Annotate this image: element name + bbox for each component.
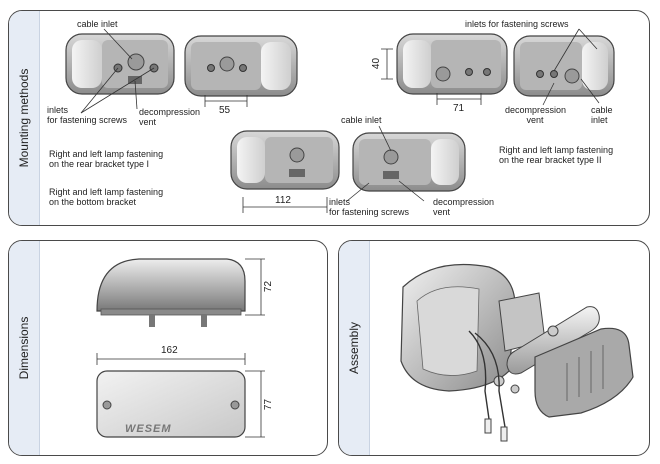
lamp-rear-type2-left — [396, 33, 508, 95]
lamp-bottom-left — [230, 130, 340, 190]
decompression-label-1a: decompression — [139, 107, 201, 117]
decompression-label-3b: vent — [526, 115, 544, 125]
inlets-fastening-label-1a: inlets — [47, 105, 69, 115]
mounting-pipe — [506, 306, 600, 375]
rear-type1-caption-b: on the rear bracket type I — [49, 159, 150, 169]
decompression-label-3a: decompression — [505, 105, 567, 115]
assembly-drawing — [400, 264, 634, 442]
dimension-77: 77 — [263, 398, 275, 411]
inlets-fastening-label-1b: for fastening screws — [47, 115, 128, 125]
lamp-rear-type2-right — [513, 35, 615, 97]
dimension-55: 55 — [219, 105, 231, 116]
dimension-112: 112 — [275, 195, 291, 206]
dimension-71: 71 — [453, 103, 465, 114]
mounting-methods-panel: Mounting methods — [8, 10, 650, 226]
lamp-rear-type1-right — [184, 35, 298, 97]
dimension-72: 72 — [263, 280, 275, 293]
clamp-cover — [534, 327, 634, 418]
cables — [468, 330, 506, 428]
decompression-label-2a: decompression — [433, 197, 495, 207]
mounting-plate — [96, 370, 246, 438]
dimensions-panel: Dimensions — [8, 240, 328, 456]
assembly-panel: Assembly — [338, 240, 650, 456]
cable-inlet-label-1: cable inlet — [77, 19, 118, 29]
cable-inlet-label-2: cable inlet — [341, 115, 382, 125]
lamp-rear-type1-left — [65, 33, 175, 95]
inlets-fastening-label-2b: for fastening screws — [329, 207, 410, 217]
dimension-162: 162 — [161, 345, 178, 356]
rear-type2-caption-a: Right and left lamp fastening — [499, 145, 614, 155]
inlets-fastening-top-label: inlets for fastening screws — [465, 19, 569, 29]
rear-type2-caption-b: on the rear bracket type II — [499, 155, 602, 165]
dimension-40: 40 — [371, 57, 383, 70]
cable-inlet-label-3a: cable — [591, 105, 613, 115]
lamp-bottom-right — [352, 132, 466, 192]
dimensions-drawing — [96, 258, 265, 438]
rear-type1-caption-a: Right and left lamp fastening — [49, 149, 164, 159]
decompression-label-1b: vent — [139, 117, 157, 127]
mounting-side-tab: Mounting methods — [9, 11, 40, 225]
bottom-caption-b: on the bottom bracket — [49, 197, 137, 207]
cable-inlet-label-3b: inlet — [591, 115, 608, 125]
dimensions-side-tab: Dimensions — [9, 241, 40, 455]
assembly-side-tab: Assembly — [339, 241, 370, 455]
brand-logo: WESEM — [125, 423, 172, 435]
bottom-caption-a: Right and left lamp fastening — [49, 187, 164, 197]
mounting-drawings — [65, 28, 615, 213]
lamp-side-view — [96, 258, 246, 312]
dimension-lines — [96, 258, 265, 438]
decompression-label-2b: vent — [433, 207, 451, 217]
inlets-fastening-label-2a: inlets — [329, 197, 351, 207]
mounting-leader-lines — [80, 28, 600, 213]
